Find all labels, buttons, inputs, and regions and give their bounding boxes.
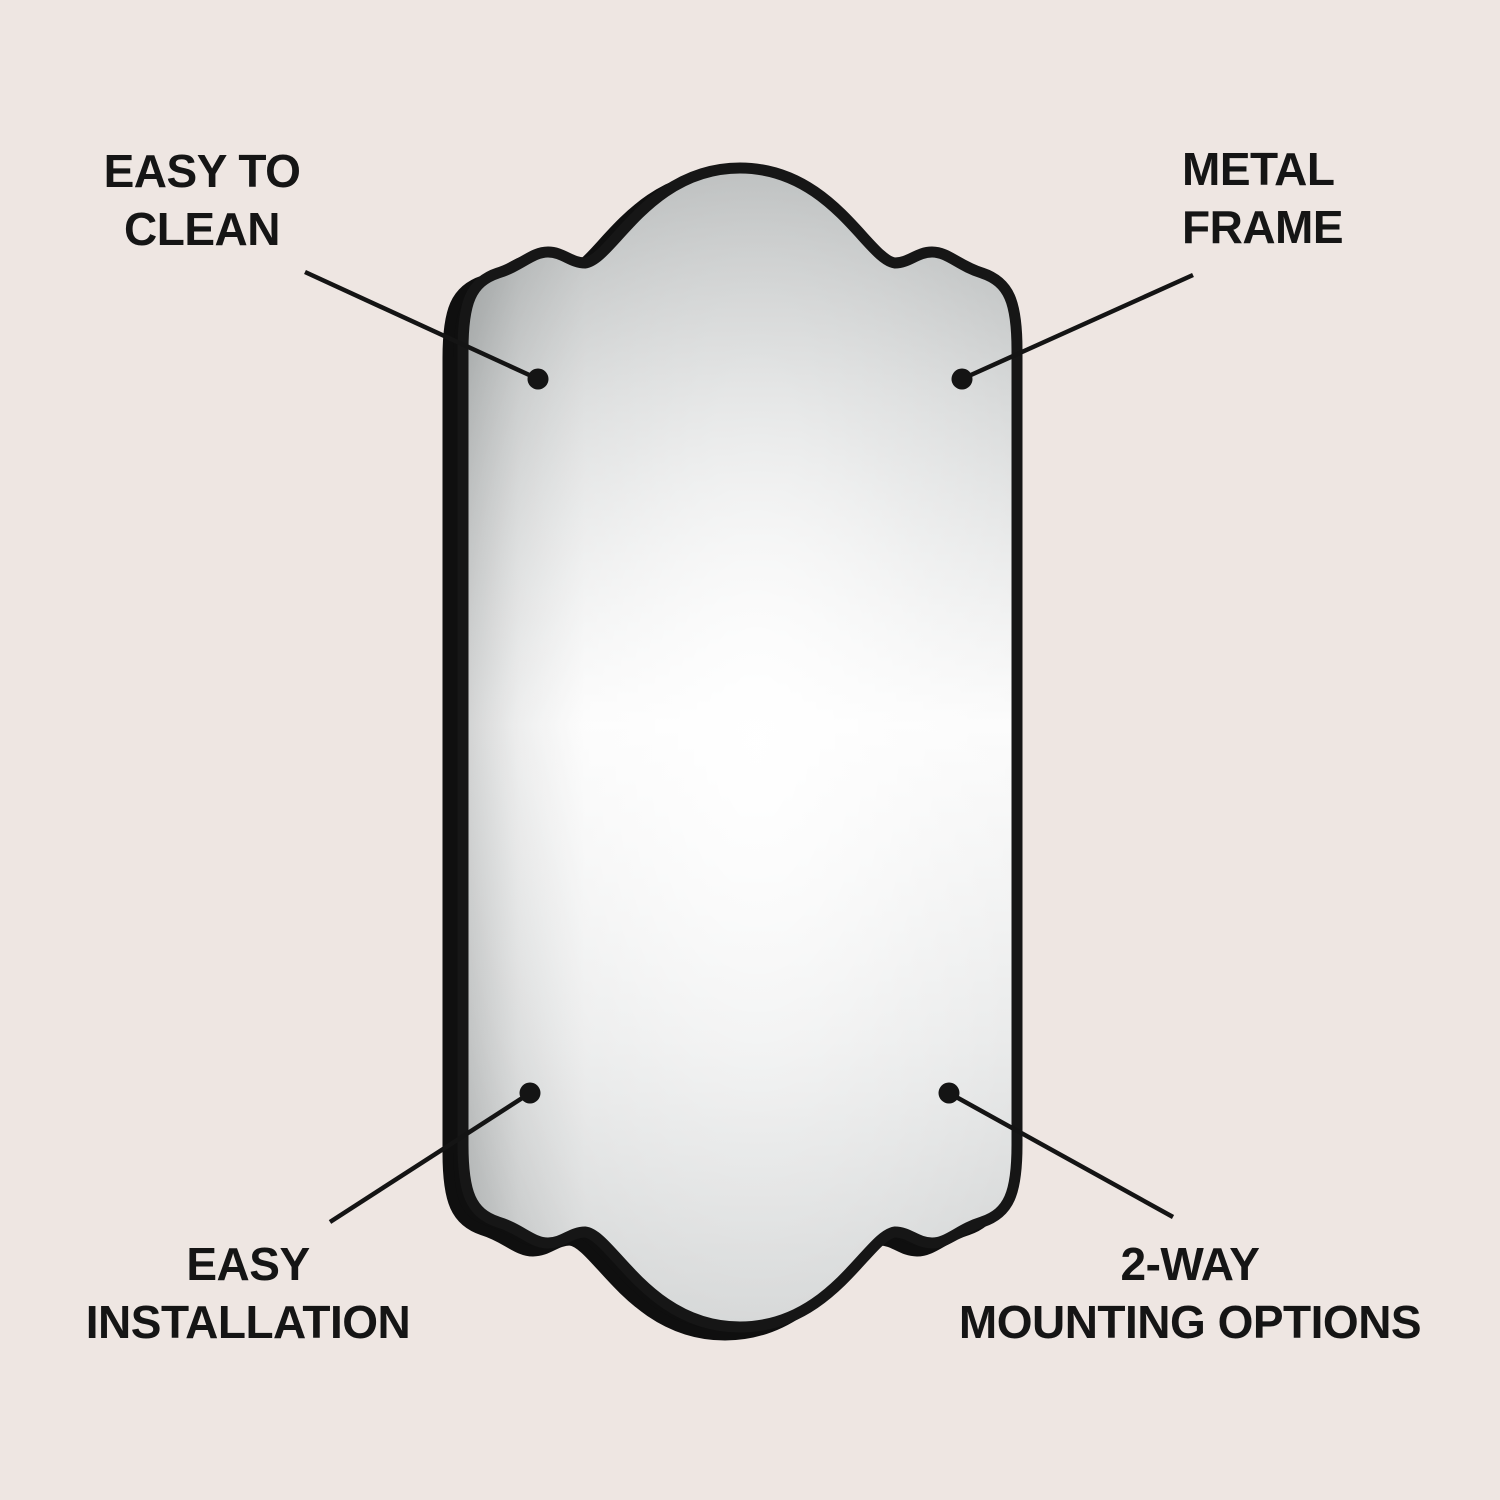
callout-text-line: MOUNTING OPTIONS xyxy=(958,1296,1422,1348)
callout-label-2-way-mounting: 2-WAY MOUNTING OPTIONS xyxy=(958,1235,1422,1351)
leader-line-top-left xyxy=(304,269,539,382)
leader-dot-top-left xyxy=(527,368,549,390)
leader-line-top-right xyxy=(961,272,1194,382)
callout-text-line: CLEAN xyxy=(124,203,280,255)
leader-line-bottom-left xyxy=(328,1091,532,1224)
leader-dot-bottom-right xyxy=(938,1082,960,1104)
callout-text-line: INSTALLATION xyxy=(85,1296,411,1348)
leader-dot-top-right xyxy=(951,368,973,390)
callout-text-line: EASY TO xyxy=(103,145,301,197)
callout-text-line: EASY xyxy=(186,1238,310,1290)
callout-label-easy-installation: EASY INSTALLATION xyxy=(85,1235,411,1351)
mirror xyxy=(448,168,1017,1335)
callout-text-line: FRAME xyxy=(1182,201,1344,253)
callout-text-line: METAL xyxy=(1182,143,1335,195)
leader-line-bottom-right xyxy=(947,1091,1175,1219)
callout-text-line: 2-WAY xyxy=(1120,1238,1260,1290)
callout-leaders xyxy=(304,269,1194,1224)
mirror-glass-highlight xyxy=(463,168,1017,1327)
callout-label-metal-frame: METAL FRAME xyxy=(1182,140,1344,256)
callout-label-easy-to-clean: EASY TO CLEAN xyxy=(104,142,301,258)
leader-dot-bottom-left xyxy=(519,1082,541,1104)
